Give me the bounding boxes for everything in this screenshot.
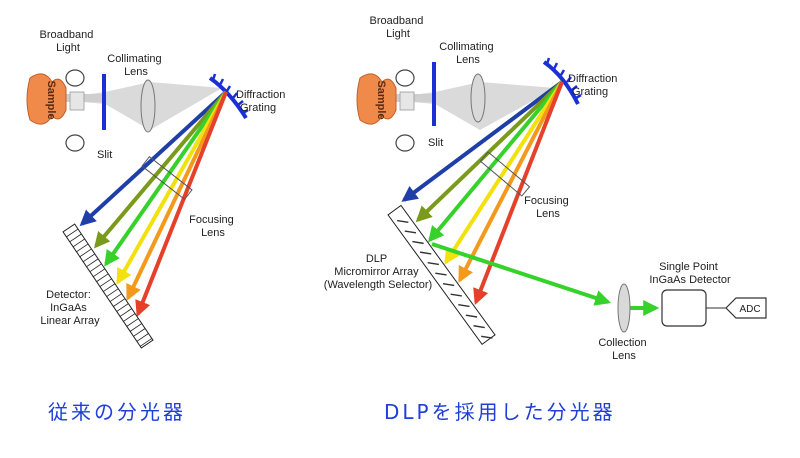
ray-yellow <box>444 80 564 265</box>
micromirror <box>473 325 485 329</box>
detector-pixel <box>109 293 122 302</box>
focusing-lens <box>141 155 193 201</box>
collection-lens <box>617 283 631 333</box>
sample-cuvette <box>69 91 85 111</box>
sample-cuvette <box>399 91 415 111</box>
detector-pixel <box>126 318 139 327</box>
sample-holder: Sample <box>26 69 85 152</box>
adc-box <box>725 297 767 319</box>
detector-pixel <box>93 268 106 277</box>
diffraction-grating-label: Diffraction Grating <box>236 89 288 114</box>
slit <box>102 74 106 130</box>
detector-pixel <box>89 263 102 273</box>
micromirror <box>419 251 432 255</box>
sample-shape <box>356 73 397 125</box>
dlp-micromirror-array <box>387 204 496 345</box>
collimating-lens <box>470 73 486 123</box>
detector-pixel <box>86 258 99 268</box>
detector-pixel <box>82 253 96 263</box>
focusing-lens-label: Focusing Lens <box>524 195 572 220</box>
micromirror <box>427 261 439 266</box>
adc-label: ADC <box>739 304 760 315</box>
single-point-detector-label: Single Point InGaAs Detector <box>649 261 731 286</box>
sample-shape <box>26 73 67 125</box>
sample-label: Sample <box>45 80 57 119</box>
selected-green-ray <box>431 242 612 306</box>
linear-array-detector <box>62 223 154 349</box>
slit <box>432 62 436 126</box>
micromirror <box>397 219 409 224</box>
detector-pixel <box>129 323 142 332</box>
micromirror <box>450 293 462 297</box>
detector-pixel <box>72 238 85 248</box>
ray-red <box>473 81 564 305</box>
ray-green <box>104 90 228 267</box>
detector-pixel <box>116 303 129 312</box>
detector-label: Detector: InGaAs Linear Array <box>40 289 100 327</box>
dispersed-rays <box>401 80 564 305</box>
left-diagram: Sample Slit <box>26 29 288 349</box>
sample-label: Sample <box>375 80 387 119</box>
broadband-light-label: Broadband Light <box>370 15 427 40</box>
micromirror <box>442 282 455 287</box>
ray-yellow <box>116 91 228 285</box>
diffraction-grating <box>542 57 582 105</box>
detector-pixel <box>99 278 112 287</box>
ray-red <box>135 91 228 317</box>
detector-pixel <box>69 233 82 243</box>
detector-pixel <box>103 283 116 292</box>
lamp-bulb-icon <box>65 134 85 152</box>
micromirror <box>412 240 424 245</box>
broadband-light-label: Broadband Light <box>40 29 97 54</box>
detector-pixel <box>79 248 92 258</box>
micromirror <box>404 230 417 234</box>
ray-green <box>427 80 564 243</box>
dispersed-rays <box>79 90 228 317</box>
diffraction-grating <box>208 73 249 120</box>
detector-pixel <box>113 298 126 307</box>
detector-pixel <box>139 338 153 347</box>
right-diagram: Sample Slit <box>324 15 767 362</box>
detector-pixel <box>106 288 119 297</box>
micromirror <box>481 335 493 339</box>
single-point-detector <box>661 289 707 327</box>
micromirror <box>465 314 478 318</box>
ray-orange <box>458 81 564 283</box>
collection-lens-label: Collection Lens <box>598 337 649 362</box>
ray-blue <box>79 90 228 227</box>
collimating-lens-label: Collimating Lens <box>439 41 496 66</box>
slit-label: Slit <box>97 149 112 161</box>
lamp-bulb-icon <box>65 69 85 87</box>
detector-pixel <box>136 333 149 342</box>
caption-conventional: 従来の分光器 <box>48 400 186 424</box>
diffraction-grating-label: Diffraction Grating <box>568 73 620 98</box>
micromirror <box>435 272 447 276</box>
detector-pixel <box>66 228 79 238</box>
lamp-bulb-icon <box>395 134 415 152</box>
slit-label: Slit <box>428 137 443 149</box>
detector-pixel <box>123 313 136 322</box>
detector-pixel <box>96 273 109 282</box>
ray-orange <box>126 91 228 301</box>
caption-dlp: DLPを採用した分光器 <box>384 400 616 424</box>
ray-olive <box>415 80 564 223</box>
focusing-lens <box>479 151 531 197</box>
detector-pixel <box>119 308 132 317</box>
detector-pixel <box>76 243 89 253</box>
collimating-lens <box>140 79 156 133</box>
detector-pixel <box>133 328 146 337</box>
micromirror <box>458 304 470 308</box>
focusing-lens-label: Focusing Lens <box>189 214 237 239</box>
ray-olive <box>93 90 228 249</box>
ray-blue <box>401 80 564 202</box>
sample-holder: Sample <box>356 69 415 152</box>
lamp-bulb-icon <box>395 69 415 87</box>
dlp-label: DLP Micromirror Array (Wavelength Select… <box>324 253 432 291</box>
collimating-lens-label: Collimating Lens <box>107 53 164 78</box>
